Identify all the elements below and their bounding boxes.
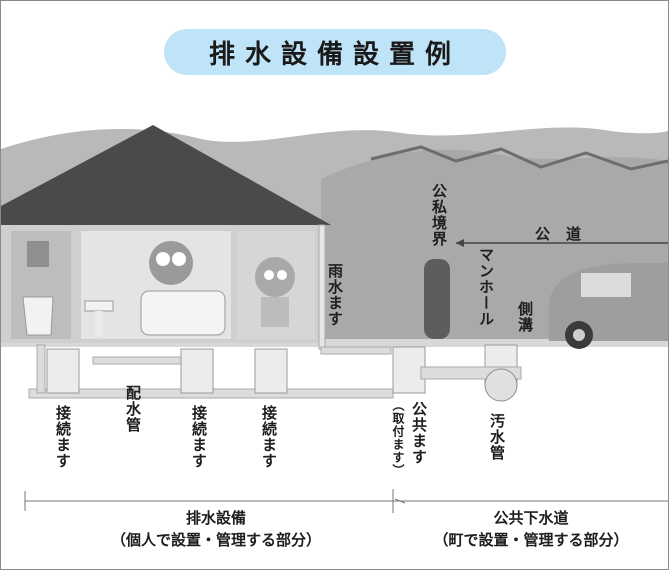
bath-character: [149, 241, 193, 285]
pipe-branch-3: [320, 346, 392, 355]
label-rain-basin: 雨水ます: [326, 263, 344, 327]
label-connect-1: 接続ます: [54, 405, 72, 469]
page-title: 排水設備設置例: [208, 39, 461, 70]
title-banner: 排水設備設置例: [164, 29, 506, 75]
section-public-title: 公共下水道: [493, 509, 569, 527]
pipe-branch-1: [92, 356, 194, 365]
pipe-branch-2: [36, 344, 46, 394]
label-side-ditch: 側溝: [516, 301, 534, 333]
label-connect-3: 接続ます: [260, 405, 278, 469]
sewage-pipe-circle: [484, 368, 518, 402]
downpipe: [318, 224, 326, 350]
label-public-road: 公道: [535, 225, 598, 243]
label-sewage-pipe: 汚水管: [488, 413, 506, 461]
window-left: [27, 241, 49, 267]
toilet: [22, 296, 54, 336]
label-boundary: 公私境界: [430, 183, 448, 247]
sink: [84, 300, 114, 312]
section-private: 排水設備 （個人で設置・管理する部分）: [71, 507, 361, 551]
section-public-note: （町で設置・管理する部分）: [433, 531, 629, 549]
bathtub: [140, 290, 226, 336]
label-public-basin: 公共ます: [410, 401, 428, 465]
house-roof: [1, 125, 331, 225]
basin-connect-2: [180, 348, 214, 394]
ground-surface: [1, 339, 668, 347]
section-public: 公共下水道 （町で設置・管理する部分）: [406, 507, 656, 551]
label-connect-2: 接続ます: [190, 405, 208, 469]
basin-public: [392, 346, 426, 394]
girl-character: [255, 257, 295, 297]
mountain-ridge: [370, 145, 668, 171]
basin-connect-3: [254, 348, 288, 394]
label-attach: （取付ます）: [391, 399, 405, 477]
section-private-note: （個人で設置・管理する部分）: [110, 531, 321, 549]
label-manhole: マンホール: [477, 247, 495, 327]
boundary-post: [424, 259, 450, 339]
label-drain-pipe: 配水管: [124, 385, 142, 433]
basin-connect-1: [46, 348, 80, 394]
section-private-title: 排水設備: [185, 509, 246, 527]
